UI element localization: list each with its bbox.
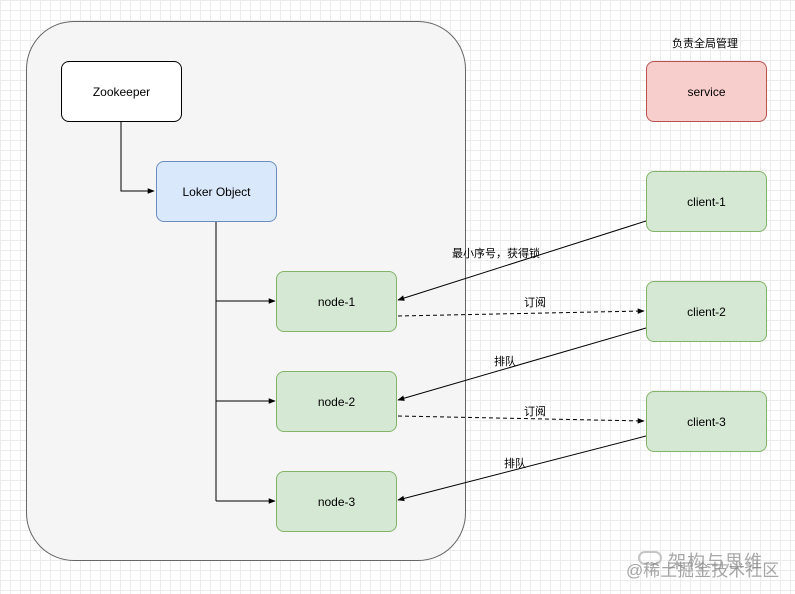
loker-object-box: Loker Object [156,161,277,222]
node-1-label: node-1 [317,294,356,309]
loker-object-label: Loker Object [182,184,251,199]
service-box: service [646,61,767,122]
zookeeper-box: Zookeeper [61,61,182,122]
service-label: service [687,84,726,99]
client-1-label: client-1 [687,194,726,209]
edge-label-lowest-seq-lock: 最小序号，获得锁 [452,248,540,260]
watermark-site: @稀土掘金技术社区 [626,561,780,580]
client-2-box: client-2 [646,281,767,342]
node-3-label: node-3 [317,494,356,509]
client-1-box: client-1 [646,171,767,232]
edge-client3-node3 [397,435,647,502]
node-1-box: node-1 [276,271,397,332]
wechat-watermark-icon [638,551,662,565]
edge-label-subscribe-2: 订阅 [524,406,546,418]
edge-node1-client2 [397,308,645,317]
edge-node2-client3 [397,415,645,424]
client-3-label: client-3 [687,414,726,429]
node-3-box: node-3 [276,471,397,532]
edge-label-queue-1: 排队 [494,356,516,368]
edge-label-subscribe-1: 订阅 [524,297,546,309]
client-2-label: client-2 [687,304,726,319]
edge-client1-node1 [397,220,647,301]
node-2-box: node-2 [276,371,397,432]
node-2-label: node-2 [317,394,356,409]
watermark-account: 架构与思维 [668,552,763,572]
zookeeper-label: Zookeeper [92,84,151,99]
edge-client2-node2 [397,327,647,401]
service-caption: 负责全局管理 [672,38,738,50]
edge-zookeeper-loker [120,122,155,194]
edge-label-queue-2: 排队 [504,458,526,470]
client-3-box: client-3 [646,391,767,452]
